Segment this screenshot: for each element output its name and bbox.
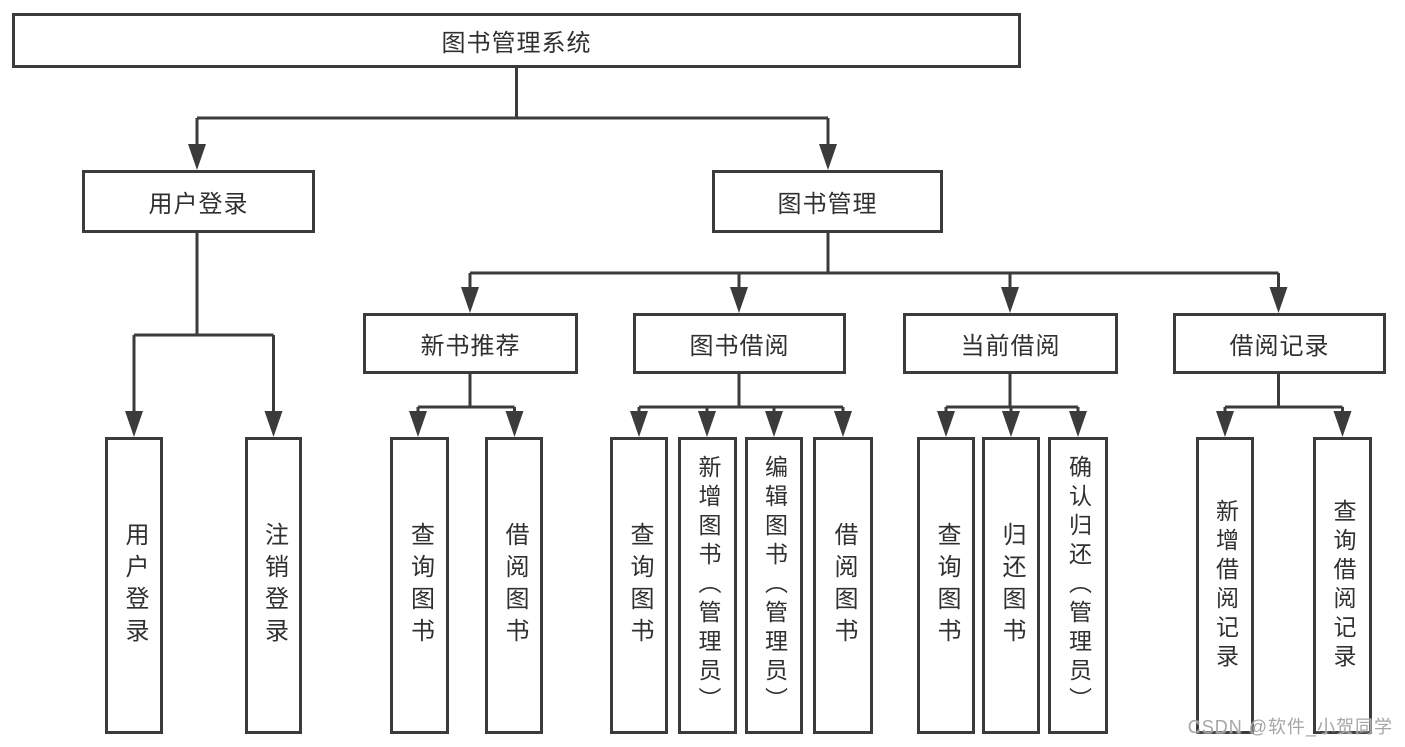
node-label: 注销登录 [260, 521, 288, 650]
node-label: 用户登录 [121, 521, 148, 650]
node-label: 借阅图书 [830, 521, 857, 650]
node-label: 归还图书 [998, 521, 1025, 650]
node-label: 用户登录 [148, 191, 249, 218]
arrowhead [505, 411, 524, 437]
node-new-book-recommend: 新书推荐 [363, 313, 578, 374]
arrowhead [630, 411, 648, 437]
arrowhead [1216, 411, 1234, 437]
node-label: 图书借阅 [689, 333, 790, 360]
node-label: 图书管理 [777, 191, 878, 218]
arrowhead [409, 411, 427, 437]
arrowhead [1069, 411, 1087, 437]
node-current-borrowing: 当前借阅 [903, 313, 1118, 374]
node-book-borrowing: 图书借阅 [633, 313, 846, 374]
node-label: 借阅记录 [1229, 333, 1330, 360]
node-leaf-borrow-books-borrowing: 借阅图书 [813, 437, 873, 734]
node-leaf-query-books-recommend: 查询图书 [390, 437, 449, 734]
node-label: 新增图书（管理员） [695, 455, 721, 716]
csdn-watermark: CSDN @软件_小贺同学 [1187, 717, 1393, 737]
node-leaf-edit-books-admin: 编辑图书（管理员） [745, 437, 803, 734]
node-leaf-logout: 注销登录 [245, 437, 302, 734]
node-label: 确认归还（管理员） [1065, 455, 1092, 716]
arrowhead [834, 411, 852, 437]
node-leaf-borrow-books-recommend: 借阅图书 [485, 437, 543, 734]
node-book-management: 图书管理 [712, 170, 943, 233]
arrowhead [188, 144, 206, 170]
node-leaf-user-login: 用户登录 [105, 437, 163, 734]
node-leaf-add-borrow-record: 新增借阅记录 [1196, 437, 1254, 734]
arrowhead [730, 287, 748, 313]
arrowhead [125, 411, 143, 437]
node-label: 查询图书 [626, 521, 653, 650]
arrowhead [698, 411, 716, 437]
arrowhead [1002, 411, 1020, 437]
node-leaf-confirm-return-admin: 确认归还（管理员） [1048, 437, 1108, 734]
node-leaf-query-borrow-record: 查询借阅记录 [1313, 437, 1372, 734]
node-leaf-query-books-borrowing: 查询图书 [610, 437, 668, 734]
arrowhead [1001, 287, 1019, 313]
arrowhead [819, 144, 837, 170]
arrowhead [1333, 411, 1352, 437]
node-label: 新增借阅记录 [1212, 498, 1239, 673]
node-label: 借阅图书 [501, 521, 528, 650]
node-label: 查询借阅记录 [1330, 498, 1356, 673]
node-leaf-query-books-current: 查询图书 [917, 437, 975, 734]
node-label: 当前借阅 [960, 333, 1061, 360]
node-label: 编辑图书（管理员） [761, 455, 788, 716]
node-label: 新书推荐 [420, 333, 521, 360]
node-leaf-add-books-admin: 新增图书（管理员） [678, 437, 737, 734]
node-label: 查询图书 [406, 521, 434, 650]
node-borrow-records: 借阅记录 [1173, 313, 1386, 374]
arrowhead [765, 411, 783, 437]
node-label: 查询图书 [933, 521, 960, 650]
arrowhead [264, 411, 283, 437]
node-leaf-return-books: 归还图书 [982, 437, 1040, 734]
arrowhead [937, 411, 955, 437]
node-label: 图书管理系统 [441, 30, 592, 57]
arrowhead [1269, 287, 1288, 313]
arrowhead [461, 287, 479, 313]
node-library-management-system: 图书管理系统 [12, 13, 1021, 68]
node-user-login: 用户登录 [82, 170, 315, 233]
